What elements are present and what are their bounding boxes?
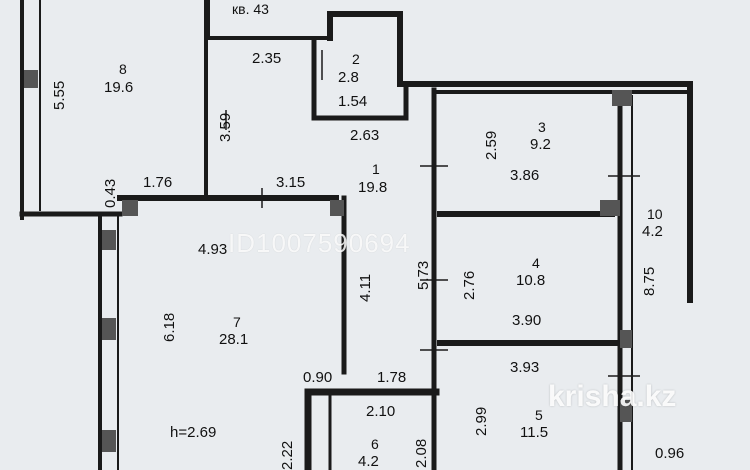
room-3-area: 9.2 [530, 136, 551, 153]
dimension-5-55: 5.55 [51, 80, 68, 110]
room-5-area: 11.5 [520, 424, 549, 441]
room-4-number: 4 [532, 255, 540, 271]
room-2-number: 2 [352, 51, 360, 67]
wall-room-6 [304, 388, 440, 470]
room-10-area: 4.2 [642, 223, 663, 240]
dimension-1-54: 1.54 [338, 93, 368, 110]
dimension-3-59: 3.59 [217, 112, 234, 142]
dimension-8-75: 8.75 [641, 266, 658, 296]
room-8-number: 8 [119, 61, 127, 77]
dimension-2-22: 2.22 [279, 440, 296, 470]
dimension-3-86: 3.86 [510, 167, 540, 184]
dimension-2-59: 2.59 [483, 130, 500, 160]
dimension-0-90: 0.90 [303, 369, 333, 386]
dimension-3-90: 3.90 [512, 312, 542, 329]
dimension-1-76: 1.76 [143, 174, 173, 191]
apartment-number: кв. 43 [232, 1, 269, 17]
wall-top-entrance [206, 0, 332, 40]
wall-room-2 [311, 39, 409, 121]
room-3-number: 3 [538, 119, 546, 135]
dimension-0-96: 0.96 [655, 445, 685, 462]
dimension-2-08: 2.08 [413, 438, 430, 468]
dimension-2-63: 2.63 [350, 127, 380, 144]
dimension-4-11: 4.11 [357, 273, 374, 302]
dimension-0-43: 0.43 [102, 178, 119, 208]
wall-top-step [327, 11, 693, 303]
room-6-number: 6 [371, 436, 379, 452]
watermark-site-logo: krisha.kz [548, 380, 677, 413]
room-10-number: 10 [647, 206, 663, 222]
dimension-3-15: 3.15 [276, 174, 306, 191]
room-8-area: 19.6 [104, 79, 134, 96]
room-6-area: 4.2 [358, 453, 379, 470]
dimension-1-78: 1.78 [377, 369, 407, 386]
dimension-ceiling-height: h=2.69 [170, 424, 217, 441]
dimension-3-93: 3.93 [510, 359, 540, 376]
watermark-listing-id: ID1007590694 [228, 228, 411, 258]
room-5-number: 5 [535, 407, 543, 423]
dimension-2-99: 2.99 [473, 406, 490, 436]
room-1-area: 19.8 [358, 179, 388, 196]
dimension-2-76: 2.76 [461, 270, 478, 300]
dimension-2-10: 2.10 [366, 403, 396, 420]
dimension-4-93: 4.93 [198, 241, 228, 258]
room-7-area: 28.1 [219, 331, 249, 348]
dimension-2-35: 2.35 [252, 50, 282, 67]
dimension-5-73: 5.73 [415, 260, 432, 290]
room-4-area: 10.8 [516, 272, 546, 289]
dimension-6-18: 6.18 [161, 312, 178, 342]
room-2-area: 2.8 [338, 69, 359, 86]
room-1-number: 1 [372, 161, 380, 177]
room-7-number: 7 [233, 314, 241, 330]
